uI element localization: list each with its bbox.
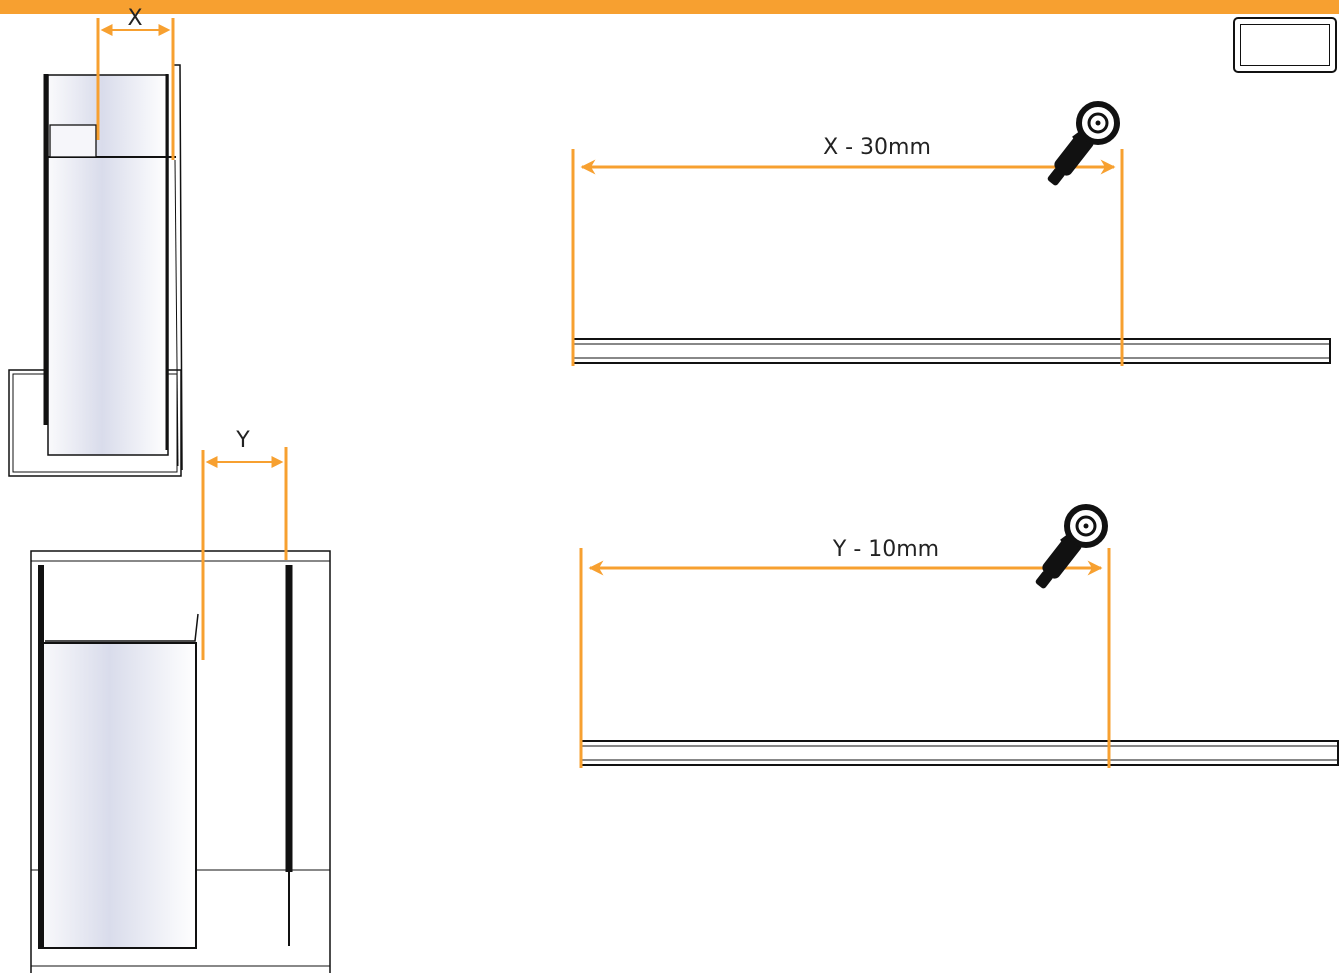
angle-grinder-icon <box>1047 101 1120 186</box>
cut-diagram-bottom: Y - 10mm <box>579 537 1339 768</box>
bottom-side-view <box>30 550 331 973</box>
top-side-view <box>8 64 183 477</box>
x-dimension-label: X <box>127 6 142 31</box>
y-dimension-label: Y <box>235 428 250 453</box>
corner-frame-box <box>1233 17 1337 73</box>
cut-top-label: X - 30mm <box>823 135 931 160</box>
accent-top-bar <box>0 0 1339 14</box>
x-dimension: X <box>96 6 175 160</box>
cut-diagram-top: X - 30mm <box>571 135 1331 366</box>
angle-grinder-icon <box>1035 504 1108 589</box>
cut-bottom-label: Y - 10mm <box>832 537 939 562</box>
y-dimension: Y <box>201 428 288 660</box>
